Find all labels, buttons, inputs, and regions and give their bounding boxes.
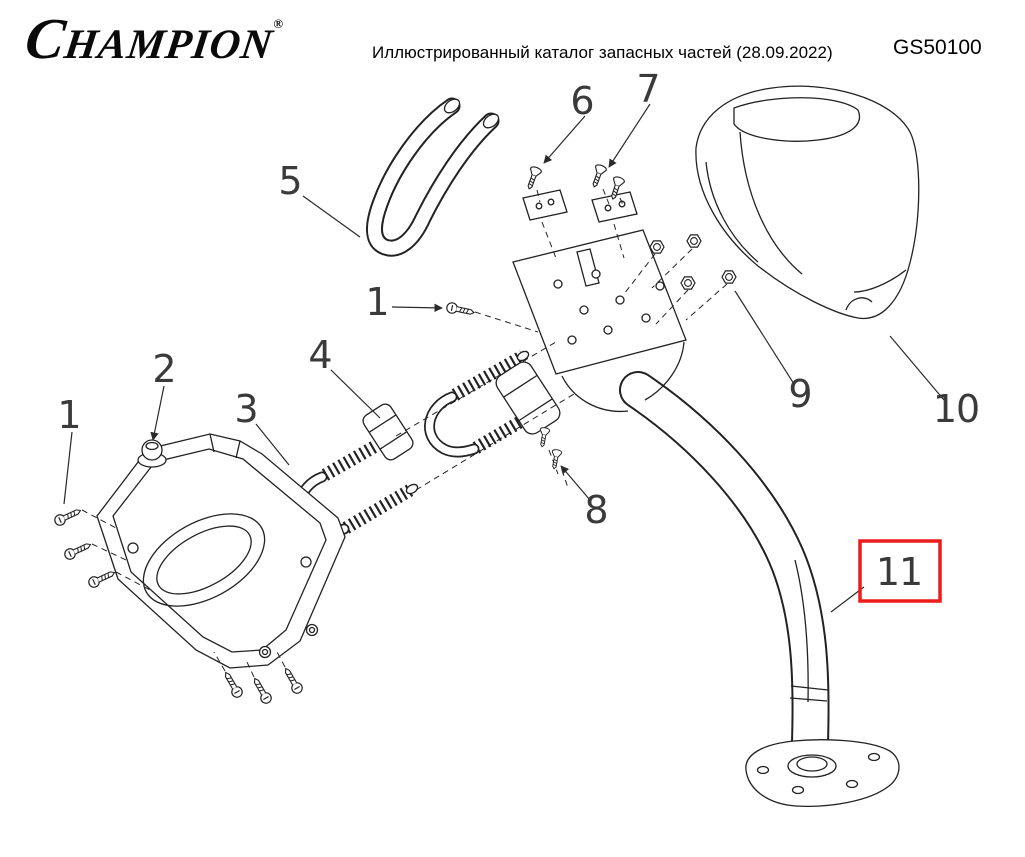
- part-5-handle-drawing: [366, 97, 500, 257]
- callout-1-bracket[interactable]: 1: [365, 280, 389, 324]
- part-4-clamp-drawing: [362, 350, 561, 461]
- callout-9[interactable]: 9: [788, 372, 812, 416]
- part-8-screws-drawing: [536, 426, 563, 471]
- callout-5[interactable]: 5: [278, 159, 302, 203]
- model-number: GS50100: [893, 36, 982, 59]
- callout-4[interactable]: 4: [308, 333, 332, 377]
- callout-7[interactable]: 7: [636, 67, 660, 111]
- callout-10[interactable]: 10: [932, 387, 980, 431]
- callout-11[interactable]: 11: [875, 550, 923, 594]
- callout-1-housing[interactable]: 1: [57, 393, 81, 437]
- callout-2[interactable]: 2: [152, 347, 176, 391]
- part-11-highlight-box: [858, 539, 942, 603]
- part-10-cover-drawing: [695, 85, 920, 320]
- callout-8[interactable]: 8: [584, 488, 608, 532]
- callout-3[interactable]: 3: [234, 387, 258, 431]
- mounting-bracket-drawing: [512, 189, 687, 413]
- part-6-screw-drawing: [523, 165, 543, 192]
- registered-mark: ®: [273, 16, 284, 31]
- part-11-column-drawing: [619, 371, 900, 807]
- part-2-housing-drawing: [96, 433, 346, 669]
- callout-6[interactable]: 6: [570, 79, 594, 123]
- part-1-screw-center-drawing: [445, 301, 476, 319]
- catalog-title: Иллюстрированный каталог запасных частей…: [372, 43, 833, 62]
- callout-leader-lines: [63, 103, 945, 613]
- housing-bottom-screws-drawing: [220, 665, 305, 706]
- champion-logo: CHAMPION®: [21, 4, 284, 74]
- assembly-dashed-lines: [81, 188, 728, 678]
